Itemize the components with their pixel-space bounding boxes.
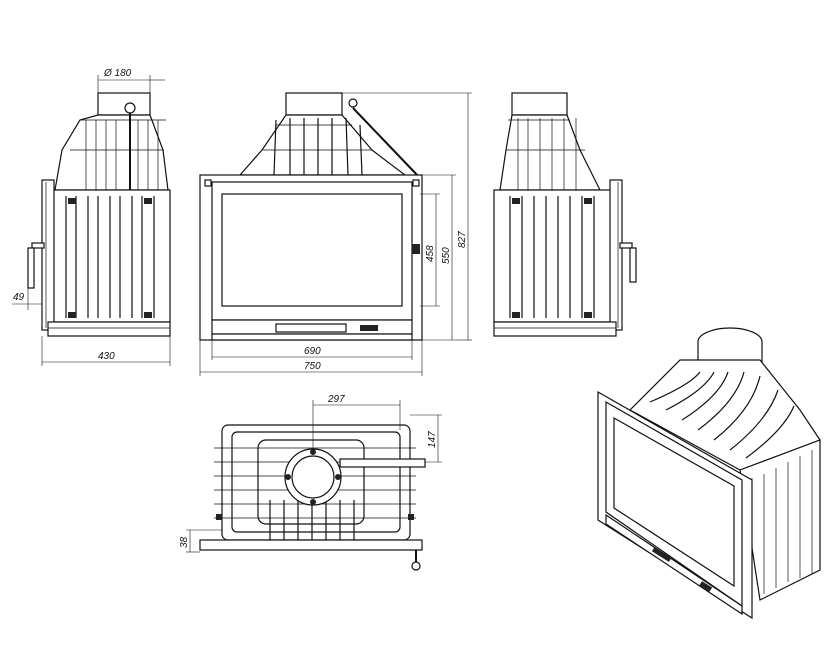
front-outer-width-label: 750 [304, 361, 321, 372]
front-glass-height-label: 458 [425, 245, 436, 262]
dimension-lines [12, 75, 472, 553]
isometric-view [597, 327, 821, 620]
top-view [199, 424, 426, 571]
front-view [199, 92, 423, 341]
top-frame-depth-label: 38 [179, 536, 190, 548]
left-side-view [27, 92, 171, 337]
front-total-height-label: 827 [457, 231, 468, 248]
right-side-view [493, 92, 637, 337]
side-offset-label: 49 [13, 292, 25, 303]
front-inner-width-label: 690 [304, 346, 321, 357]
flue-diameter-label: Ø 180 [103, 68, 132, 79]
side-depth-label: 430 [98, 351, 115, 362]
front-frame-height-label: 550 [441, 247, 452, 264]
top-flue-offset-x-label: 297 [327, 394, 345, 405]
top-flue-offset-y-label: 147 [427, 431, 438, 448]
dimension-labels: Ø 180 430 49 690 750 458 550 827 297 147… [13, 68, 468, 548]
